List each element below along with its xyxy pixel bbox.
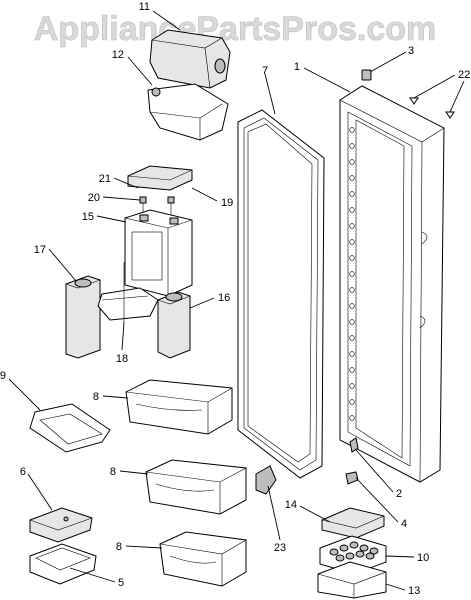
part-2-hardware <box>349 437 359 453</box>
callout-16: 16 <box>218 292 230 304</box>
watermark-text: AppliancePartsPros.com <box>34 10 436 48</box>
callout-15: 15 <box>82 211 94 223</box>
callout-20: 20 <box>88 192 100 204</box>
part-20-21-hardware <box>139 196 175 215</box>
callout-17: 17 <box>34 244 46 256</box>
part-3-hinge-cap <box>361 69 372 81</box>
callout-21: 21 <box>99 173 111 185</box>
part-8-bin-top <box>125 379 233 435</box>
part-6-lid <box>29 507 93 543</box>
part-16-right-cover <box>157 291 191 359</box>
callout-8-top: 8 <box>93 391 99 403</box>
callout-2: 2 <box>396 488 402 500</box>
callout-10: 10 <box>417 552 429 564</box>
callout-8-bottom: 8 <box>116 541 122 553</box>
callout-11: 11 <box>139 1 150 13</box>
part-5-tray <box>29 543 97 585</box>
callout-13: 13 <box>408 585 420 597</box>
leader-lines <box>8 10 465 591</box>
part-11-dairy-cover <box>149 29 231 89</box>
callout-1: 1 <box>294 61 300 73</box>
part-9-shelf <box>29 403 111 453</box>
callout-7: 7 <box>262 65 268 77</box>
callout-12: 12 <box>112 49 124 61</box>
part-13-container <box>317 561 387 599</box>
callout-8-middle: 8 <box>110 466 116 478</box>
part-19-lid <box>127 165 193 191</box>
part-17-left-cover <box>65 275 101 359</box>
callout-3: 3 <box>408 45 414 57</box>
callout-9: 9 <box>0 370 6 382</box>
part-10-egg-tray <box>319 535 387 575</box>
part-7-door-gasket <box>237 109 325 479</box>
part-8-bin-middle <box>145 459 247 515</box>
callout-14: 14 <box>285 499 297 511</box>
part-14-lid <box>321 507 385 539</box>
callout-4: 4 <box>401 518 407 530</box>
callout-23: 23 <box>274 542 286 554</box>
part-23-clip <box>255 465 277 495</box>
callout-6: 6 <box>20 466 26 478</box>
part-18-tray <box>97 262 159 322</box>
callout-19: 19 <box>221 197 233 209</box>
liner-notches <box>349 127 355 421</box>
callout-5: 5 <box>118 577 124 589</box>
part-8-bin-bottom <box>159 531 247 587</box>
part-15-housing <box>124 209 193 297</box>
callout-18: 18 <box>116 353 128 365</box>
part-1-door-liner <box>339 85 445 483</box>
part-12-dairy-bin <box>147 83 229 141</box>
callout-22: 22 <box>458 69 470 81</box>
